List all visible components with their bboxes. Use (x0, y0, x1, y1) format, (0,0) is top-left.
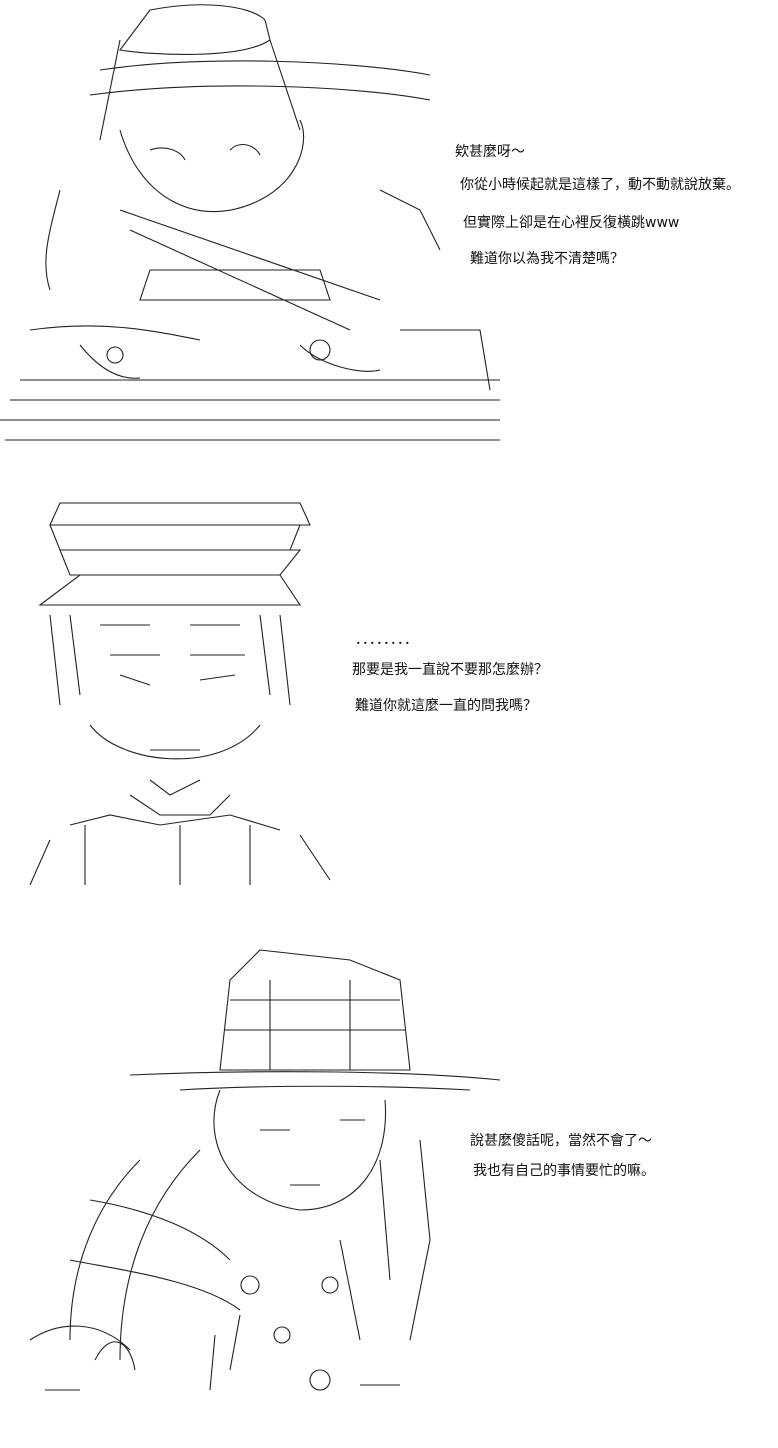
ascii-art-character-1 (0, 0, 520, 460)
speech-line: 那要是我一直說不要那怎麼辦？ (352, 662, 548, 678)
speech-line: 難道你就這麼一直的問我嗎？ (355, 698, 537, 714)
ascii-art-character-3 (0, 940, 510, 1440)
speech-line: 欸甚麼呀～ (455, 144, 525, 160)
speech-line: 我也有自己的事情要忙的嘛。 (473, 1163, 655, 1179)
panel-3: 說甚麼傻話呢，當然不會了～ 我也有自己的事情要忙的嘛。 (0, 940, 778, 1440)
panel-1: 欸甚麼呀～ 你從小時候起就是這樣了，動不動就說放棄。 但實際上卻是在心裡反復橫跳… (0, 0, 778, 470)
speech-line: 說甚麼傻話呢，當然不會了～ (470, 1133, 652, 1149)
ascii-art-character-2 (0, 495, 340, 885)
speech-line: ．．．．．．．． (355, 632, 418, 648)
speech-line: 難道你以為我不清楚嗎？ (470, 251, 624, 267)
speech-line: 你從小時候起就是這樣了，動不動就說放棄。 (460, 177, 740, 193)
speech-line: 但實際上卻是在心裡反復橫跳www (463, 215, 680, 231)
panel-2: ．．．．．．．． 那要是我一直說不要那怎麼辦？ 難道你就這麼一直的問我嗎？ (0, 495, 778, 895)
